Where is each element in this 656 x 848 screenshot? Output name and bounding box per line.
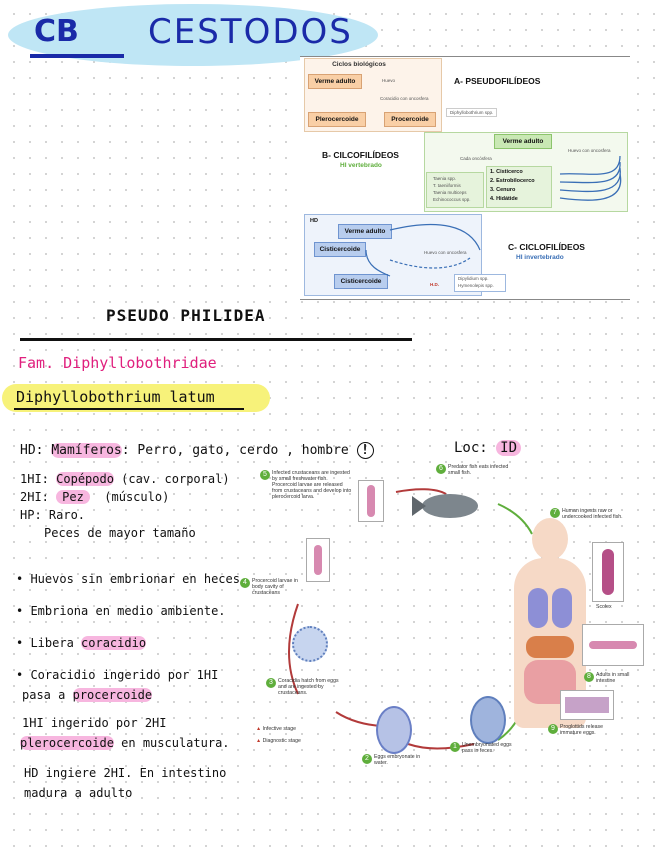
hd-line: HD: Mamíferos: Perro, gato, cerdo , homb… — [20, 442, 374, 459]
ciclo-h: H.D. — [430, 282, 439, 287]
species-underline — [14, 408, 244, 410]
cilco-arrows — [559, 155, 622, 201]
thumb-adult — [582, 624, 644, 666]
ciclo-arrows — [365, 223, 481, 277]
cilco-verme: Verme adulto — [494, 134, 552, 149]
hi2-line: 2HI: Pez (músculo) — [20, 490, 170, 504]
loc-line: Loc: ID — [454, 440, 522, 456]
pseudo-huevo: Huevo — [382, 78, 396, 83]
thumb-proglottid — [560, 690, 614, 720]
ciclo-hd: HD — [310, 218, 318, 224]
fish-image — [412, 488, 488, 522]
ciclo-species: Dipylidium spp. Hymenolepis spp. — [454, 274, 506, 292]
warning-mark: ! — [356, 442, 374, 459]
pseudo-label: A- PSEUDOFILÍDEOS — [454, 76, 541, 86]
caption-6: Predator fish eats infected small fish. — [448, 464, 509, 476]
bullet-2: • Embriona en medio ambiente. — [16, 604, 226, 618]
egg-embryonated — [376, 706, 412, 754]
hd-hosts-highlight: Mamíferos — [51, 443, 122, 458]
caption-1: Unembryonated eggs pass in feces. — [462, 742, 512, 754]
hp-line: HP: Raro. — [20, 508, 86, 522]
loc-highlight: ID — [496, 440, 522, 456]
bullet-1: • Huevos sin embrionar en heces — [16, 572, 240, 586]
peces-line: Peces de mayor tamaño — [44, 526, 196, 540]
legend-diagnostic: ▲ Diagnostic stage — [256, 738, 301, 744]
caption-scolex: Scolex — [596, 604, 612, 610]
caption-5: Infected crustaceans are ingested by sma… — [272, 470, 352, 500]
cilco-hi: HI vertebrado — [340, 162, 382, 169]
section-rule — [20, 338, 412, 341]
hi1-line: 1HI: Copépodo (cav. corporal) — [20, 472, 230, 486]
diagram-heading: Ciclos biológicos — [332, 61, 386, 68]
bullet-6b: madura a adulto — [24, 786, 133, 800]
bullet-6a: HD ingiere 2HI. En intestino — [24, 766, 227, 780]
legend-infective: ▲ Infective stage — [256, 726, 297, 732]
thumb-procercoid — [306, 538, 330, 582]
page-title: CESTODOS — [148, 12, 353, 52]
species-name: Diphyllobothrium latum — [16, 388, 215, 406]
caption-8: Adults in small intestine — [596, 672, 630, 684]
species-highlight — [2, 384, 270, 412]
section-title: PSEUDO PHILIDEA — [106, 306, 266, 325]
bullet-5b: plerocercoide en musculatura. — [20, 736, 230, 750]
cilco-huevo: Huevo con oncosfera — [568, 148, 611, 153]
bullet-3: • Libera coracidio — [16, 636, 147, 650]
caption-7: Human ingests raw or undercooked infecte… — [562, 508, 623, 520]
cb-label: CB — [34, 14, 79, 49]
cilco-label: B- CILCOFILÍDEOS — [322, 150, 399, 160]
pseudo-verme: Verme adulto — [308, 74, 362, 89]
lifecycle-illustration: 5 Infected crustaceans are ingested by s… — [236, 458, 646, 788]
cb-underline — [30, 54, 124, 58]
bullet-4b: pasa a procercoide — [22, 688, 153, 702]
family-name: Fam. Diphyllobothridae — [18, 354, 217, 372]
bullet-4a: • Coracidio ingerido por 1HI — [16, 668, 219, 682]
ciclo-cisticercoide-1: Cisticercoide — [314, 242, 366, 257]
caption-9: Proglottids release immature eggs. — [560, 724, 603, 736]
caption-4: Procercoid larvae in body cavity of crus… — [252, 578, 298, 596]
ciclo-hi: HI invertebrado — [516, 254, 564, 261]
egg-unembryonated — [470, 696, 506, 744]
ciclo-cisticercoide-2: Cisticercoide — [334, 274, 388, 289]
cycles-diagram: Ciclos biológicos Verme adulto Huevo Cor… — [300, 56, 630, 300]
coracidium — [292, 626, 328, 662]
caption-2: Eggs embryonate in water. — [374, 754, 421, 766]
cilco-species-box: Taenia spp. T. taeniiformis Taenia multi… — [426, 172, 484, 208]
pseudo-diphy: Diphyllobothrium spp. — [446, 108, 498, 117]
ciclo-huevo: Huevo con oncosfera — [424, 250, 467, 255]
thumb-plerocercoid — [358, 480, 384, 522]
ciclo-label: C- CICLOFILÍDEOS — [508, 242, 585, 252]
pseudo-pleroc: Plerocercoide — [308, 112, 366, 127]
pseudo-coracidio: Coracidio con oncosfera — [380, 96, 429, 101]
ciclo-verme: Verme adulto — [338, 224, 392, 239]
bullet-5a: 1HI ingerido por 2HI — [22, 716, 167, 730]
pseudo-proc: Procercoide — [384, 112, 436, 127]
caption-3: Coracidia hatch from eggs and are ingest… — [278, 678, 339, 696]
cilco-cada: Cada oncósfera — [460, 156, 492, 161]
thumb-scolex — [592, 542, 624, 602]
cilco-forms: 1. Cisticerco 2. Estrobilocerco 3. Cenur… — [486, 166, 552, 208]
